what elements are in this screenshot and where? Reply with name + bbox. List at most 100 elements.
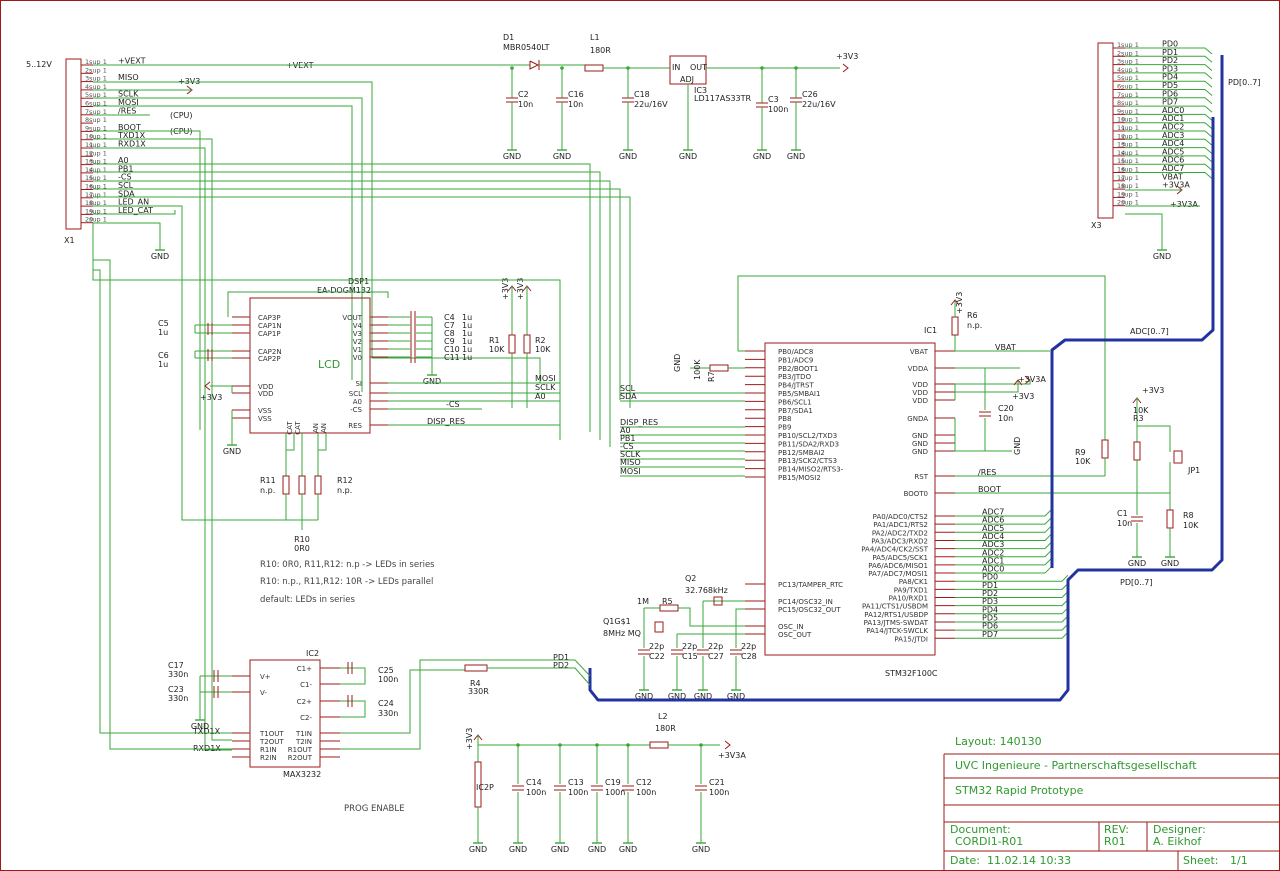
r8-value: 10K [1183, 521, 1199, 530]
mcu-pa-pin: PA2/ADC2/TXD2 [872, 529, 928, 537]
pin-number: 7 [85, 108, 89, 116]
ic2p-ref: IC2P [476, 783, 494, 792]
pin-tag: sup 1 [1121, 66, 1139, 74]
pin-tag: sup 1 [1121, 157, 1139, 165]
c17-value: 330n [168, 670, 188, 679]
mcu-pa-net: ADC4 [982, 532, 1004, 541]
vbat-net: VBAT [995, 343, 1016, 352]
gnd-label: GND [1128, 559, 1146, 568]
r9-value: 10K [1075, 457, 1091, 466]
tb-sheet: 1/1 [1230, 854, 1248, 867]
v33-label: +3V3 [836, 52, 858, 61]
r3-3v3: +3V3 [1142, 386, 1164, 395]
mcu-pa-net: ADC7 [982, 508, 1004, 517]
gnd-label: GND [619, 845, 637, 854]
lcd-cap-ref: C8 [444, 329, 455, 338]
mcu-right-pin: BOOT0 [904, 490, 928, 498]
pin-number: 2 [1117, 49, 1121, 57]
mcu-right-pin: GND [912, 440, 928, 448]
component-value: 10n [518, 100, 533, 109]
pin-number: 3 [1117, 58, 1121, 66]
wire [1125, 64, 1213, 71]
x1-pin-label: SDA [118, 189, 135, 198]
wire [955, 599, 1069, 607]
pin-number: 15 [1117, 157, 1125, 165]
mcu-pa-pin: PA14/JTCK-SWCLK [866, 627, 928, 635]
lcd-title: LCD [318, 358, 340, 371]
lcd-left-pin: CAP1P [258, 330, 281, 338]
wire [1125, 113, 1213, 121]
tb-date: 11.02.14 10:33 [987, 854, 1071, 867]
led-resistor-value: n.p. [260, 486, 275, 495]
lcd-left-pin: VDD [258, 383, 274, 391]
pin-number: 8 [85, 116, 89, 124]
l2-value: 180R [655, 724, 676, 733]
mcu-right-pin: GND [912, 448, 928, 456]
mcu-pa-net: PD7 [982, 630, 998, 639]
supply-arrow [1013, 379, 1023, 386]
ic3-in: IN [672, 63, 680, 72]
mcu-pa-pin: PA8/CK1 [899, 578, 928, 586]
boot-net: BOOT [978, 485, 1001, 494]
prog-enable-label: PROG ENABLE [344, 804, 405, 814]
mcu-left-pin: PB1/ADC9 [778, 356, 813, 364]
junction [510, 66, 514, 70]
gnd-label: GND [469, 845, 487, 854]
wire [487, 667, 591, 686]
mcu-left-pin: PB11/SDA2/RXD3 [778, 440, 839, 448]
pin-number: 10 [85, 133, 93, 141]
pin-number: 8 [1117, 99, 1121, 107]
mcu-pa-net: ADC3 [982, 540, 1004, 549]
adc-bus-label: ADC[0..7] [1130, 327, 1169, 336]
mcu-pa-net: PD3 [982, 597, 998, 606]
pin-number: 7 [1117, 91, 1121, 99]
mcu-net-label: SDA [620, 392, 637, 401]
gnd-label: GND [1153, 252, 1171, 261]
mcu-net-label: SCL [620, 384, 636, 393]
component-ref: C14 [526, 778, 542, 787]
pin-number: 2 [85, 66, 89, 74]
c23-value: 330n [168, 694, 188, 703]
pin-tag: sup 1 [1121, 141, 1139, 149]
mcu-net-label: MOSI [620, 467, 641, 476]
max-right-pin: R1OUT [288, 746, 313, 754]
component-value: 100n [568, 788, 588, 797]
x3-pin-label: PD4 [1162, 73, 1178, 82]
wire [1125, 138, 1213, 146]
wire [955, 631, 1069, 639]
wire [955, 591, 1069, 598]
lcd-section: DSP1EA-DOGM132LCDCAP3PCAP1NCAP1PCAP2NCAP… [158, 277, 560, 605]
x3-pin-label: ADC3 [1162, 131, 1184, 140]
pin-number: 18 [1117, 182, 1125, 190]
wire [955, 542, 1052, 550]
component-value: 22u/16V [634, 100, 668, 109]
wire [1125, 105, 1213, 113]
mcu-pa-net: ADC5 [982, 524, 1004, 533]
pin-number: 13 [85, 158, 93, 166]
wire [93, 163, 591, 432]
mcu-osc-pin: PC15/OSC32_OUT [778, 606, 841, 614]
wire [1125, 172, 1213, 179]
q2-ref: Q2 [685, 574, 696, 583]
wire [1125, 89, 1213, 96]
wire [737, 275, 1106, 440]
max-right-pin: C1- [300, 681, 312, 689]
wire [93, 130, 201, 430]
pin-number: 12 [85, 149, 93, 157]
wire [955, 509, 1052, 517]
supply-arrow [842, 63, 849, 73]
c25-value: 100n [378, 675, 398, 684]
wire [93, 97, 363, 392]
mcu-left-pin: PB9 [778, 424, 791, 432]
pin-tag: sup 1 [1121, 83, 1139, 91]
mcu-right-pin: RST [914, 473, 928, 481]
mcu-right-pin: VDD [912, 397, 928, 405]
mcu-left-pin: PB5/SMBAI1 [778, 390, 820, 398]
wire [93, 269, 232, 734]
led-resistor-ref: R12 [337, 476, 353, 485]
gnd-label: GND [692, 845, 710, 854]
gnd-label: GND [1161, 559, 1179, 568]
mcu-pa-net: PD0 [982, 573, 998, 582]
tb-doc: CORDI1-R01 [955, 835, 1023, 848]
